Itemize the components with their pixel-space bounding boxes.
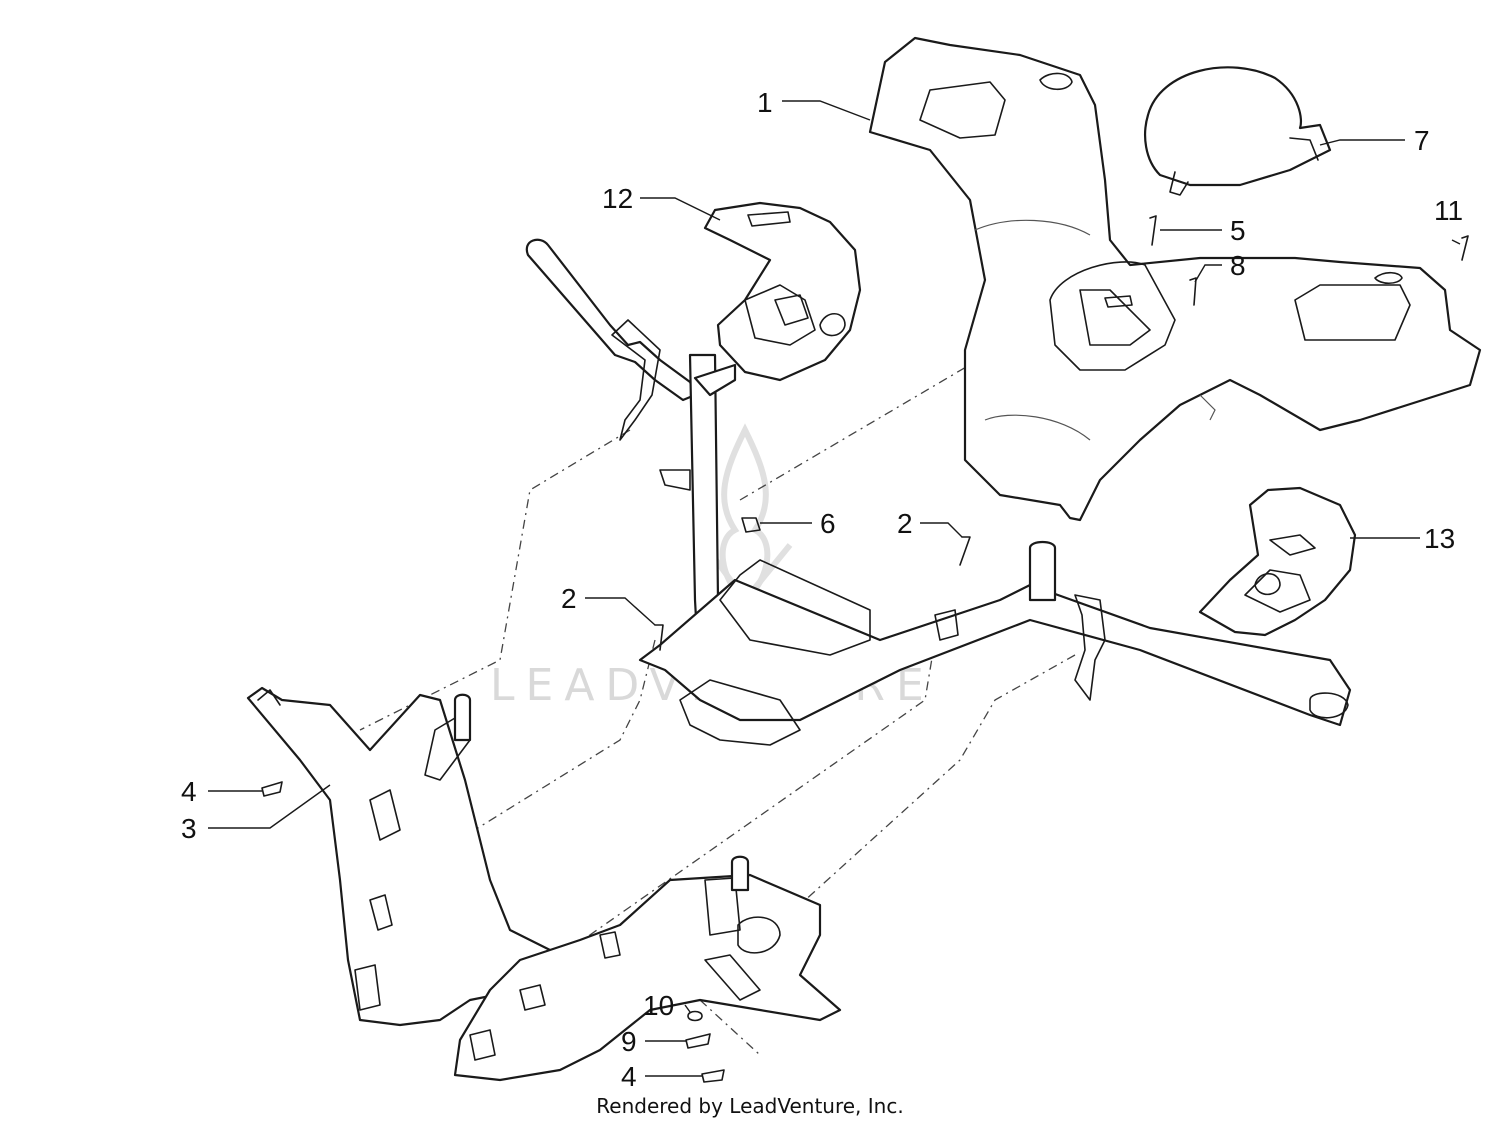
right-lower-shield [453,855,842,1082]
callout-5: 5 [1230,215,1246,246]
screw-8 [1189,277,1197,306]
callout-3: 3 [181,813,197,844]
screw-2b [959,536,971,566]
handlebar-frame [525,238,1352,746]
callout-1: 1 [757,87,773,118]
callout-4-left: 4 [181,776,197,807]
leader-lines [208,100,1461,1077]
callout-10: 10 [643,990,674,1021]
screw-4b [701,1069,725,1083]
left-switch-housing [703,201,862,382]
callout-12: 12 [602,183,633,214]
washer-10 [687,1010,703,1022]
screw-11 [1461,235,1469,261]
callout-8: 8 [1230,250,1246,281]
callout-4-bottom: 4 [621,1061,637,1092]
callout-2-left: 2 [561,583,577,614]
callout-9: 9 [621,1026,637,1057]
screw-5 [1149,215,1157,246]
screw-4a [261,781,283,797]
handlebar-cover-front [868,36,1482,522]
screw-2a [654,624,664,651]
render-credit: Rendered by LeadVenture, Inc. [596,1094,904,1118]
callout-13: 13 [1424,523,1455,554]
cover-cap [1144,66,1332,196]
nut-6 [741,517,761,533]
callouts: 1 7 12 5 11 8 6 2 13 2 4 3 10 9 4 [181,87,1463,1092]
callout-6: 6 [820,508,836,539]
callout-7: 7 [1414,125,1430,156]
screw-9 [685,1033,711,1049]
callout-2-right: 2 [897,508,913,539]
callout-11: 11 [1434,195,1463,226]
right-switch-housing [1198,486,1357,637]
assembly-lines [359,299,1081,1056]
hardware [261,215,1469,1083]
